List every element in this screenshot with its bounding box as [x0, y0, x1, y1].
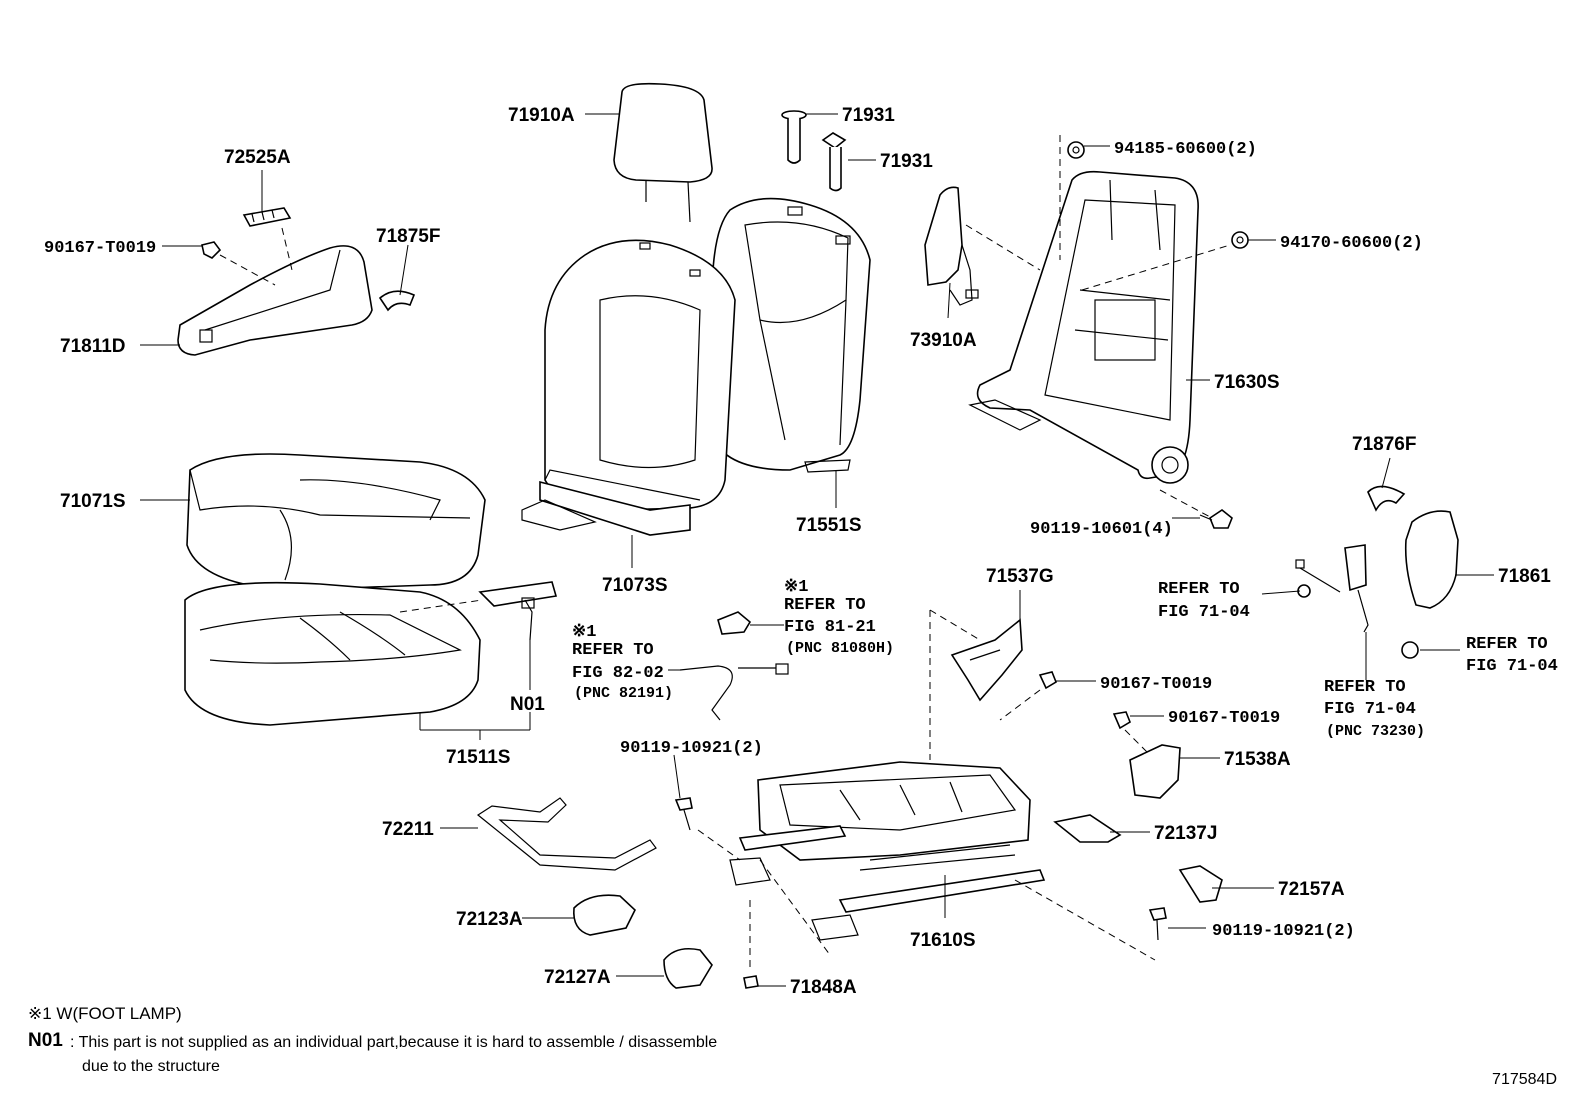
figure-id: 717584D: [1492, 1071, 1557, 1088]
wire-N01: [478, 581, 558, 641]
label-71551S: 71551S: [796, 515, 862, 536]
label-71875F: 71875F: [376, 226, 440, 247]
ref5-pnc: (PNC 73230): [1326, 723, 1425, 740]
label-71931-b: 71931: [880, 151, 933, 172]
clip-71848A: [743, 975, 759, 989]
clip-90167-T0019-top: [201, 241, 222, 259]
label-72525A: 72525A: [224, 147, 291, 168]
cover-71876F: [1367, 485, 1406, 512]
ref3-line1: REFER TO: [1158, 580, 1240, 599]
label-73910A: 73910A: [910, 330, 977, 351]
label-72211: 72211: [382, 819, 434, 840]
footnote-n01-line2: due to the structure: [82, 1058, 220, 1075]
label-90119-10601: 90119-10601(4): [1030, 520, 1173, 539]
ref4-line1: REFER TO: [1466, 635, 1548, 654]
side-module-73910A: [924, 186, 979, 306]
bolt-90167-T0019-low: [1112, 711, 1131, 730]
seatback-pad-71073S: [521, 239, 736, 536]
bolt-90167-T0019-mid: [1038, 671, 1057, 690]
label-71073S: 71073S: [602, 575, 668, 596]
label-71811D: 71811D: [60, 336, 126, 357]
headrest-71910A: [613, 82, 713, 223]
ref1-pnc: (PNC 81080H): [786, 640, 894, 657]
label-N01: N01: [510, 694, 545, 715]
ref2-pnc: (PNC 82191): [574, 685, 673, 702]
ref1-line2: FIG 81-21: [784, 618, 876, 637]
label-90167-T0019-top: 90167-T0019: [44, 239, 156, 258]
footnote-foot-lamp: ※1 W(FOOT LAMP): [28, 1004, 182, 1023]
ref2-line2: FIG 82-02: [572, 664, 664, 683]
label-71071S: 71071S: [60, 491, 126, 512]
nut-94170-60600: [1231, 231, 1249, 249]
ref4-line2: FIG 71-04: [1466, 657, 1558, 676]
ref5-line2: FIG 71-04: [1324, 700, 1416, 719]
label-90119-10921-a: 90119-10921(2): [620, 739, 763, 758]
ref5-line1: REFER TO: [1324, 678, 1406, 697]
label-90119-10921-b: 90119-10921(2): [1212, 922, 1355, 941]
bracket-71537G: [950, 618, 1023, 702]
label-71861: 71861: [1498, 566, 1551, 587]
cover-71875F: [378, 290, 416, 312]
headrest-guide-71931-b: [821, 132, 847, 192]
label-90167-T0019-mid: 90167-T0019: [1100, 675, 1212, 694]
knob-72525A: [242, 207, 292, 227]
foot-lamp-wire-82191: [679, 663, 789, 721]
ref1-line1: REFER TO: [784, 596, 866, 615]
footnote-n01-line1: : This part is not supplied as an indivi…: [70, 1034, 718, 1051]
label-71630S: 71630S: [1214, 372, 1280, 393]
label-71848A: 71848A: [790, 977, 857, 998]
shield-71861: [1404, 510, 1459, 609]
bolt-90119-10921-a: [674, 797, 693, 831]
label-71931-a: 71931: [842, 105, 895, 126]
label-71511S: 71511S: [446, 747, 510, 768]
headrest-guide-71931-a: [781, 110, 807, 164]
label-71910A: 71910A: [508, 105, 575, 126]
bracket-71538A: [1129, 744, 1181, 799]
seatback-frame-71630S: [968, 170, 1199, 484]
bolt-90119-10601: [1199, 509, 1233, 529]
label-71537G: 71537G: [986, 566, 1054, 587]
foot-lamp-connector-81080H: [717, 611, 752, 635]
cushion-cover-71511S: [184, 581, 481, 726]
ref3-line2: FIG 71-04: [1158, 603, 1250, 622]
cover-72123A: [573, 894, 636, 936]
label-72123A: 72123A: [456, 909, 523, 930]
label-72127A: 72127A: [544, 967, 611, 988]
label-71876F: 71876F: [1352, 434, 1416, 455]
label-72137J: 72137J: [1154, 823, 1217, 844]
label-94170-60600: 94170-60600(2): [1280, 234, 1423, 253]
cover-72127A: [663, 947, 713, 989]
label-71538A: 71538A: [1224, 749, 1291, 770]
side-shield-71811D: [177, 245, 373, 356]
label-94185-60600: 94185-60600(2): [1114, 140, 1257, 159]
label-72157A: 72157A: [1278, 879, 1345, 900]
footnote-n01-mark: N01: [28, 1030, 63, 1051]
ref2-line1: REFER TO: [572, 641, 654, 660]
ref2-mark: ※1: [572, 623, 596, 642]
label-71610S: 71610S: [910, 930, 976, 951]
nut-94185-60600: [1067, 141, 1085, 159]
cushion-pad-71071S: [186, 453, 486, 591]
wire-72211: [476, 797, 657, 871]
bolt-90119-10921-b: [1148, 907, 1167, 941]
cover-72137J: [1053, 814, 1122, 843]
seat-track-71610S: [729, 761, 1046, 941]
cover-72157A: [1178, 865, 1223, 903]
label-90167-T0019-low: 90167-T0019: [1168, 709, 1280, 728]
seat-belt-buckle: [1295, 544, 1419, 659]
ref1-mark: ※1: [784, 578, 808, 597]
seatback-cover-71551S: [709, 197, 871, 473]
